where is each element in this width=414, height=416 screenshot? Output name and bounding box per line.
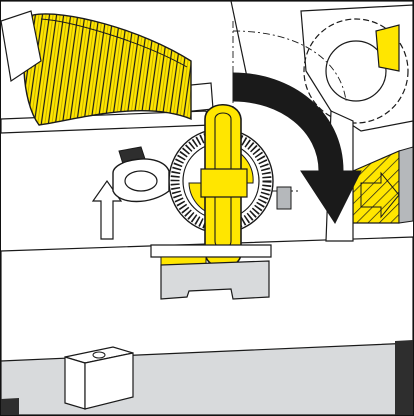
gear-ring xyxy=(303,18,409,124)
right-hatched-arrow-icon xyxy=(360,171,400,219)
bracket-body xyxy=(160,260,270,300)
hatched-block-face xyxy=(398,146,413,224)
lower-bracket xyxy=(150,186,292,300)
bottom-rail-dark xyxy=(1,398,19,415)
cube-side xyxy=(84,352,134,410)
yellow-lever[interactable] xyxy=(200,104,248,268)
latch-hole xyxy=(124,170,158,192)
roller-body xyxy=(23,13,192,126)
gear-hub xyxy=(325,40,387,102)
rotate-arrow xyxy=(232,72,362,225)
right-post xyxy=(395,340,413,415)
roller-fold xyxy=(1,10,42,83)
cube-front xyxy=(64,356,86,410)
bracket-top xyxy=(150,244,272,258)
roller xyxy=(1,10,214,126)
cube-hole xyxy=(92,351,106,359)
rotate-arrow-body xyxy=(232,72,362,225)
bracket-side xyxy=(276,186,292,210)
guide-arrows xyxy=(91,171,400,240)
cube-block xyxy=(64,346,134,410)
latch-hook xyxy=(112,146,170,203)
right-gear-housing xyxy=(300,4,413,242)
gear-yellow-tab xyxy=(375,24,400,72)
lever-base xyxy=(200,168,248,198)
roller-shading xyxy=(40,18,188,68)
